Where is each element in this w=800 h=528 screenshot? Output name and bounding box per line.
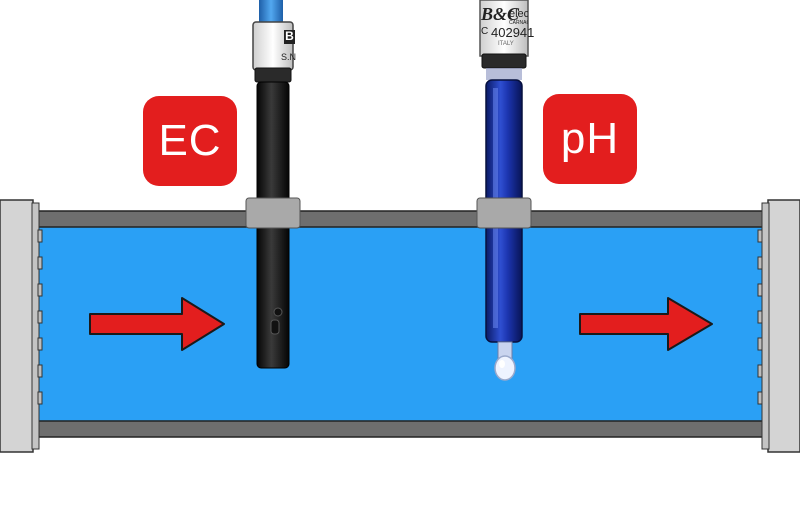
ph-label: pH — [543, 94, 637, 184]
ec-cap-logo: B — [285, 29, 294, 43]
ph-probe — [479, 0, 529, 381]
arrow-right-icon — [89, 297, 225, 351]
ec-cable — [259, 0, 283, 24]
ph-probe-clamp — [476, 197, 532, 229]
pipe-wall-bottom — [31, 420, 771, 438]
ec-label: EC — [143, 96, 237, 186]
pipe-wall-top — [31, 210, 771, 228]
ph-cap-brand: B&C — [481, 4, 520, 24]
arrow-right-icon — [579, 297, 713, 351]
ph-probe-bulb — [494, 355, 516, 381]
flange-left — [0, 199, 43, 453]
ph-cap-origin: ITALY — [498, 41, 514, 47]
ph-cap-line2: CARNAGO — [509, 20, 528, 26]
ph-probe-collar — [481, 53, 527, 69]
ec-probe-clamp — [245, 197, 301, 229]
ph-probe-cap — [479, 0, 529, 57]
ph-cap-brand-suffix: electro — [509, 8, 528, 20]
ph-cap-model: 402941 — [491, 25, 535, 40]
ph-cap-model-prefix: C — [481, 26, 489, 37]
ec-cap-serial: S.N — [281, 52, 297, 62]
flange-right — [757, 199, 800, 453]
ec-probe-collar — [254, 67, 292, 83]
